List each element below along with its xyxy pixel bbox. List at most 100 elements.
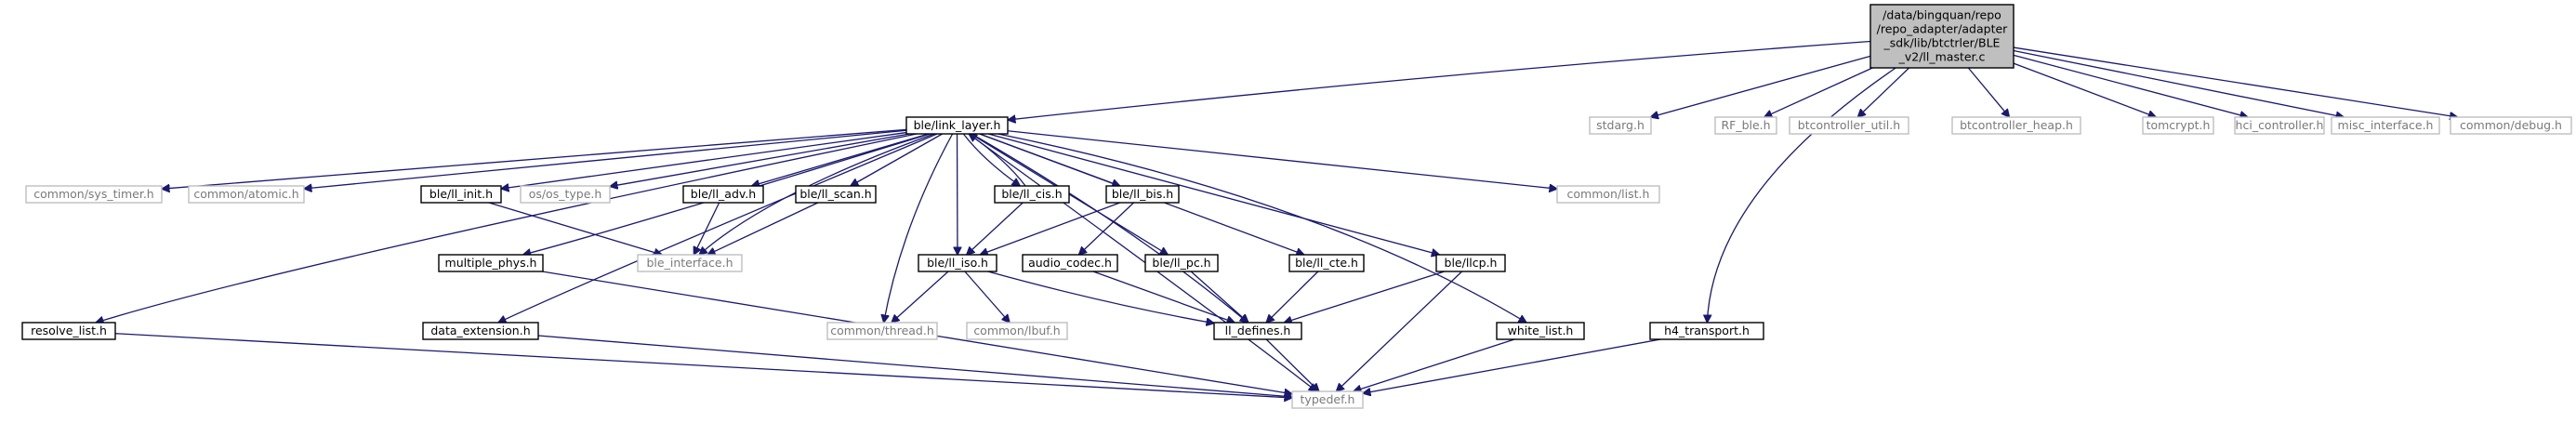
- edge-link_layer-to-ll_adv: [752, 133, 930, 186]
- edge-root-to-stdarg: [1650, 55, 1871, 117]
- node-box-audio_codec: [1022, 254, 1118, 272]
- node-typedef: typedef.h: [1291, 390, 1364, 409]
- node-label-misc_if: misc_interface.h: [2338, 118, 2434, 132]
- node-box-debug: [2450, 116, 2572, 135]
- node-label-debug: common/debug.h: [2460, 118, 2562, 132]
- node-ll_bis[interactable]: ble/ll_bis.h: [1105, 185, 1180, 204]
- node-box-data_extension: [422, 322, 539, 340]
- edge-link_layer-to-llcp: [987, 133, 1439, 255]
- node-ll_scan[interactable]: ble/ll_scan.h: [795, 185, 877, 204]
- node-label-common_list: common/list.h: [1567, 187, 1650, 201]
- node-label-ll_bis: ble/ll_bis.h: [1112, 187, 1173, 201]
- node-label-btctrl_util: btcontroller_util.h: [1798, 118, 1900, 132]
- edge-root-to-btctrl_util: [1857, 67, 1910, 117]
- node-data_extension[interactable]: data_extension.h: [422, 322, 539, 340]
- edge-root-to-link_layer: [1008, 40, 1871, 121]
- edge-audio_codec-to-ll_defines: [1092, 271, 1235, 323]
- edge-ll_defines-to-typedef: [1265, 338, 1319, 391]
- node-ll_defines[interactable]: ll_defines.h: [1213, 322, 1302, 340]
- node-lbuf: common/lbuf.h: [966, 322, 1068, 340]
- edge-link_layer-to-data_extension: [498, 133, 938, 323]
- node-label-ble_interface: ble_interface.h: [647, 256, 733, 270]
- node-box-ll_cis: [994, 185, 1070, 204]
- node-ll_iso[interactable]: ble/ll_iso.h: [918, 254, 997, 272]
- node-resolve_list[interactable]: resolve_list.h: [21, 322, 116, 340]
- node-ll_cte[interactable]: ble/ll_cte.h: [1288, 254, 1365, 272]
- node-label-tomcrypt: tomcrypt.h: [2147, 118, 2211, 132]
- node-box-ble_interface: [637, 254, 743, 272]
- edge-llcp-to-ll_defines: [1284, 271, 1445, 323]
- node-box-ll_pc: [1144, 254, 1219, 272]
- node-audio_codec[interactable]: audio_codec.h: [1022, 254, 1118, 272]
- node-box-stdarg: [1589, 116, 1652, 135]
- node-label-llcp: ble/llcp.h: [1445, 256, 1498, 270]
- edge-ll_pc-to-ll_defines: [1190, 271, 1248, 323]
- node-btctrl_util: btcontroller_util.h: [1789, 116, 1909, 135]
- node-box-misc_if: [2331, 116, 2440, 135]
- node-common_thread: common/thread.h: [826, 322, 938, 340]
- node-label-common_thread: common/thread.h: [830, 324, 934, 337]
- node-label-ll_adv: ble/ll_adv.h: [691, 187, 756, 201]
- node-hci_ctrl: hci_controller.h: [2234, 116, 2325, 135]
- node-label-hci_ctrl: hci_controller.h: [2236, 118, 2324, 132]
- node-box-atomic: [188, 185, 305, 204]
- node-common_list: common/list.h: [1556, 185, 1660, 204]
- edge-link_layer-to-ll_init: [501, 131, 907, 189]
- edge-link_layer-to-multiple_phys: [523, 133, 931, 255]
- edge-ll_iso-to-common_thread: [892, 271, 949, 323]
- node-label-btctrl_heap: btcontroller_heap.h: [1960, 118, 2073, 132]
- node-atomic: common/atomic.h: [188, 185, 305, 204]
- node-white_list[interactable]: white_list.h: [1496, 322, 1585, 340]
- edge-ll_iso-to-ll_defines: [987, 271, 1214, 324]
- node-label-multiple_phys: multiple_phys.h: [445, 256, 537, 270]
- node-ll_init[interactable]: ble/ll_init.h: [420, 185, 502, 204]
- edge-ll_cte-to-ll_defines: [1266, 271, 1319, 323]
- node-box-hci_ctrl: [2234, 116, 2325, 135]
- node-multiple_phys[interactable]: multiple_phys.h: [438, 254, 544, 272]
- node-label-white_list: white_list.h: [1508, 324, 1574, 337]
- node-llcp[interactable]: ble/llcp.h: [1435, 254, 1506, 272]
- node-tomcrypt: tomcrypt.h: [2142, 116, 2214, 135]
- edge-root-to-debug: [2013, 46, 2458, 117]
- node-label-ll_defines: ll_defines.h: [1225, 324, 1291, 337]
- node-link_layer[interactable]: ble/link_layer.h: [905, 116, 1009, 135]
- edge-link_layer-to-ll_scan: [851, 133, 943, 186]
- edge-ll_init-to-ble_interface: [488, 202, 662, 255]
- node-ll_cis[interactable]: ble/ll_cis.h: [994, 185, 1070, 204]
- edge-root-to-misc_if: [2013, 49, 2344, 117]
- node-box-ll_defines: [1213, 322, 1302, 340]
- node-h4[interactable]: h4_transport.h: [1649, 322, 1764, 340]
- edge-link_layer-to-ll_defines: [971, 133, 1248, 323]
- edge-link_layer-to-os_type: [610, 133, 910, 187]
- node-label-ll_cis: ble/ll_cis.h: [1001, 187, 1062, 201]
- edge-ll_cis-to-link_layer: [969, 134, 1026, 187]
- node-box-ll_bis: [1105, 185, 1180, 204]
- node-label-ll_init: ble/ll_init.h: [429, 187, 493, 201]
- node-label-typedef: typedef.h: [1301, 392, 1355, 406]
- node-label-ll_scan: ble/ll_scan.h: [799, 187, 871, 201]
- node-label-sys_timer: common/sys_timer.h: [33, 187, 153, 201]
- node-os_type: os/os_type.h: [520, 185, 611, 204]
- node-stdarg: stdarg.h: [1589, 116, 1652, 135]
- edge-ll_cis-to-ll_iso: [967, 202, 1024, 255]
- edge-link_layer-to-typedef: [968, 133, 1316, 391]
- node-box-llcp: [1435, 254, 1506, 272]
- node-box-typedef: [1291, 390, 1364, 409]
- node-box-btctrl_heap: [1951, 116, 2081, 135]
- node-box-h4: [1649, 322, 1764, 340]
- node-box-ll_cte: [1288, 254, 1365, 272]
- node-debug: common/debug.h: [2450, 116, 2572, 135]
- node-root[interactable]: /data/bingquan/repo/repo_adapter/adapter…: [1869, 4, 2015, 69]
- node-ble_interface: ble_interface.h: [637, 254, 743, 272]
- node-ll_adv[interactable]: ble/ll_adv.h: [682, 185, 764, 204]
- node-ll_pc[interactable]: ble/ll_pc.h: [1144, 254, 1219, 272]
- node-label-lbuf: common/lbuf.h: [973, 324, 1060, 337]
- node-label-ll_pc: ble/ll_pc.h: [1152, 256, 1210, 270]
- edge-root-to-h4: [1707, 67, 1896, 323]
- node-box-common_list: [1556, 185, 1660, 204]
- node-label-audio_codec: audio_codec.h: [1028, 256, 1112, 270]
- edge-ll_adv-to-ble_interface: [694, 202, 720, 255]
- node-sys_timer: common/sys_timer.h: [25, 185, 163, 204]
- edge-link_layer-to-common_thread: [884, 133, 954, 323]
